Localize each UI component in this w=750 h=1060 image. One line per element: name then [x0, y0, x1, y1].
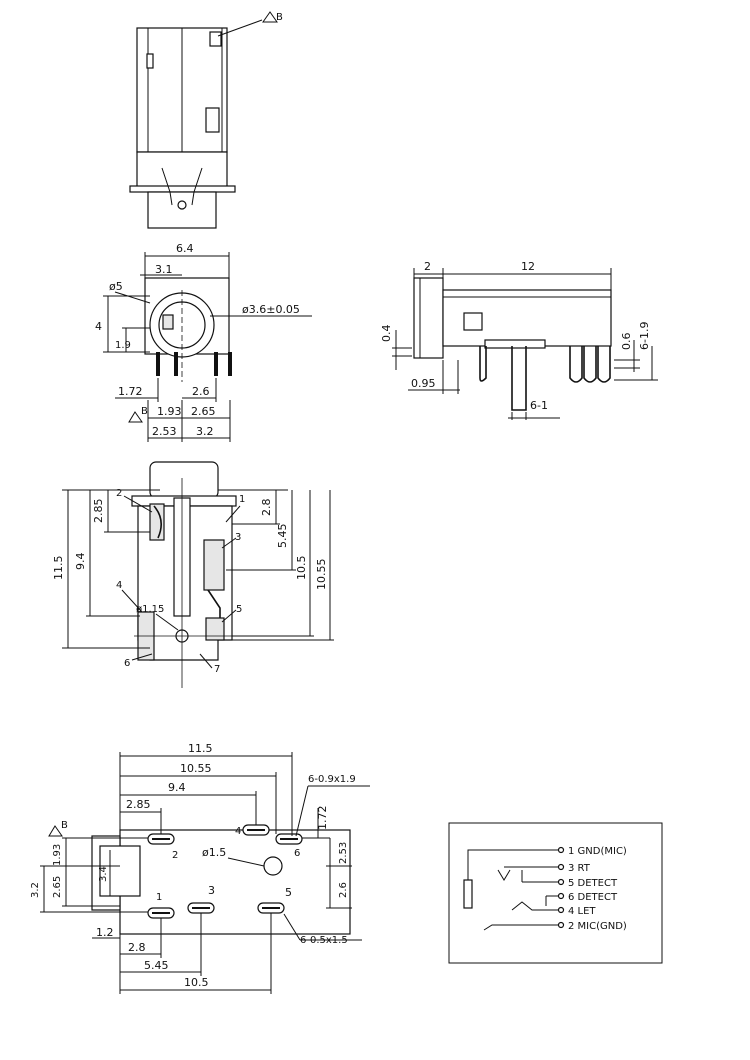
label-foot-pin1: 1 — [156, 892, 162, 903]
dim-foot-d285: 2.85 — [126, 798, 151, 811]
schematic-pin-label: 1 GND(MIC) — [568, 846, 627, 857]
footprint-nose — [99, 845, 141, 897]
label-section-pin1: 1 — [239, 494, 245, 505]
dim-foot-slot: 6-0.9x1.9 — [308, 774, 356, 785]
dim-foot-d34: 3.4 — [98, 866, 109, 882]
dim-section-d28: 2.8 — [260, 499, 273, 517]
top-clip — [209, 31, 222, 47]
dim-foot-d172: 1.72 — [316, 806, 329, 831]
section-contact-5 — [205, 617, 225, 641]
schematic-pin-label: 5 DETECT — [568, 878, 618, 889]
dim-foot-d253: 2.53 — [338, 842, 349, 864]
dim-section-d94: 9.4 — [74, 553, 87, 571]
dim-foot-d28: 2.8 — [128, 941, 146, 954]
label-section-hole: ø1.15 — [136, 604, 164, 615]
dim-section-d105: 10.5 — [295, 556, 308, 581]
dim-foot-d12: 1.2 — [96, 926, 114, 939]
datum-b-label-front: B — [141, 406, 148, 417]
label-section-pin7: 7 — [214, 664, 220, 675]
dim-section-d115: 11.5 — [52, 556, 65, 581]
label-section-pin2: 2 — [116, 488, 122, 499]
schematic-pin-label: 2 MIC(GND) — [568, 921, 627, 932]
top-lower-body — [136, 151, 228, 189]
dim-side-d2: 2 — [424, 260, 431, 273]
side-flange — [413, 277, 444, 359]
top-contact-tip — [177, 200, 187, 210]
dim-front-p32: 3.2 — [196, 425, 214, 438]
dim-foot-d26: 2.6 — [338, 882, 349, 898]
top-nose — [147, 191, 217, 229]
dim-section-d1055: 10.55 — [315, 559, 328, 591]
dim-foot-d115: 11.5 — [188, 742, 213, 755]
label-foot-pin3: 3 — [208, 884, 215, 897]
dim-front-h19: 1.9 — [115, 340, 131, 351]
dim-side-pin19: 6-1.9 — [638, 322, 651, 350]
datum-b-label-top: B — [276, 12, 283, 23]
side-view: 2 12 0.4 0.95 6-1 0.6 6-1.9 — [380, 260, 658, 420]
dim-section-d545: 5.45 — [276, 524, 289, 549]
label-foot-hole: ø1.5 — [202, 846, 226, 859]
dim-front-bore: ø3.6±0.05 — [242, 303, 300, 316]
top-flange — [129, 185, 236, 193]
schematic: 1 GND(MIC) 3 RT 5 DETECT 6 DETECT 4 LET … — [448, 822, 663, 964]
schematic-pin-label: 4 LET — [568, 906, 596, 917]
dim-side-pin1: 6-1 — [530, 399, 548, 412]
dim-foot-d1055: 10.55 — [180, 762, 212, 775]
front-view: 6.4 3.1 ø5 ø3.6±0.05 4 1.9 1.72 2.6 B 1.… — [95, 242, 312, 442]
dim-foot-d193: 1.93 — [52, 844, 63, 866]
datum-b-triangle-top — [262, 11, 278, 23]
schematic-plug — [463, 879, 473, 909]
footprint-locating-hole — [263, 856, 283, 876]
datum-b-triangle-front — [128, 411, 143, 423]
dim-side-d06: 0.6 — [620, 333, 633, 351]
top-slot-left — [146, 53, 154, 69]
dim-foot-d265: 2.65 — [52, 876, 63, 898]
footprint-view: 11.5 10.55 9.4 6-0.9x1.9 2.85 1.72 B 4 6… — [30, 742, 370, 994]
top-window — [205, 107, 220, 133]
dim-front-hole: ø5 — [109, 280, 123, 293]
datum-b-triangle-foot — [48, 825, 63, 837]
datum-b-label-foot: B — [61, 820, 68, 831]
dim-front-p193: 1.93 — [157, 405, 182, 418]
dim-section-d285: 2.85 — [92, 499, 105, 524]
side-window — [463, 312, 483, 331]
label-section-pin4: 4 — [116, 580, 122, 591]
section-nose — [149, 461, 219, 499]
dim-front-h4: 4 — [95, 320, 102, 333]
schematic-border — [448, 822, 663, 964]
label-section-pin5: 5 — [236, 604, 242, 615]
dim-side-d12: 12 — [521, 260, 535, 273]
dim-front-p26: 2.6 — [192, 385, 210, 398]
label-section-pin6: 6 — [124, 658, 130, 669]
label-foot-pin5: 5 — [285, 886, 292, 899]
dim-side-d04: 0.4 — [380, 325, 393, 343]
label-foot-pin2: 2 — [172, 850, 178, 861]
dim-side-d095: 0.95 — [411, 377, 436, 390]
schematic-pin-label: 3 RT — [568, 863, 591, 874]
label-foot-pin4: 4 — [235, 826, 241, 837]
section-contact-3 — [203, 539, 225, 591]
dim-foot-d94: 9.4 — [168, 781, 186, 794]
label-section-pin3: 3 — [235, 532, 241, 543]
dim-front-p172: 1.72 — [118, 385, 143, 398]
dim-front-center: 3.1 — [155, 263, 173, 276]
dim-foot-d32: 3.2 — [30, 882, 41, 898]
schematic-pin-label: 6 DETECT — [568, 892, 618, 903]
dim-front-p265: 2.65 — [191, 405, 216, 418]
dim-front-p253: 2.53 — [152, 425, 177, 438]
front-contact-tab — [162, 314, 174, 330]
dim-foot-d105: 10.5 — [184, 976, 209, 989]
dim-foot-d545: 5.45 — [144, 959, 169, 972]
top-view: B — [129, 11, 283, 229]
dim-foot-pad: 6-0.5x1.5 — [300, 935, 348, 946]
dim-front-width: 6.4 — [176, 242, 194, 255]
label-foot-pin6: 6 — [294, 848, 300, 859]
section-view: 11.5 9.4 2.85 2 1 2.8 5.45 3 10.5 10.55 … — [52, 461, 334, 688]
